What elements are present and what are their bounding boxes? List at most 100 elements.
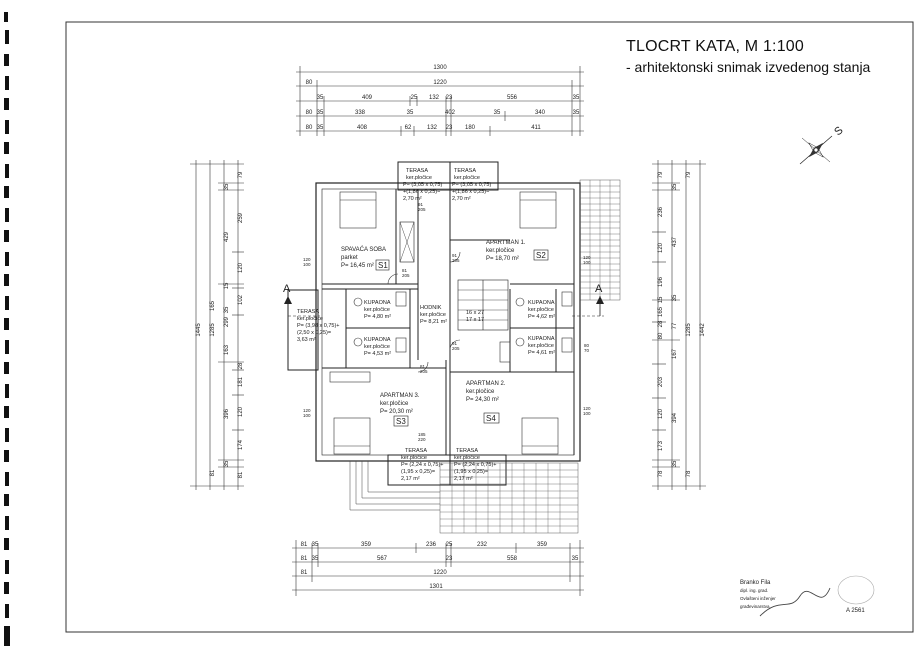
room-s2: APARTMAN 1. ker.pločice P= 18,70 m² S2 [486,240,549,262]
ts2-name: TERASA [456,448,478,454]
dim-top-u: 132 [427,125,438,131]
dim-bot-e: 25 [446,542,453,548]
ts1-formula-1: P= (2,24 x 0,75)+ [401,462,444,468]
opening-16: 100 [583,411,591,416]
dim-left-t: 35 [224,460,230,467]
ts2-material: ker.pločice [454,455,480,461]
dim-top-k: 338 [355,110,366,116]
stair-dim: 16 x 27 [466,310,484,316]
tn1-formula-1: P= (3,05 x 0,75) [403,182,442,188]
dim-top-p: 35 [573,110,580,116]
bathroom-4: KUPAONA ker.pločice P= 4,61 m² [528,336,555,356]
dim-top-i: 80 [306,110,313,116]
room-s2-material: ker.pločice [486,248,515,254]
opening-18: 100 [583,260,591,265]
north-label: S [832,124,845,138]
north-arrow: S [799,124,846,165]
room-s4: APARTMAN 2. ker.pločice P= 24,30 m² S4 [466,381,506,424]
bath1-material: ker.pločice [364,307,390,313]
opening-5: 91 [452,253,458,258]
dim-right-m: 80 [658,332,664,339]
stamp-title: dipl. ing. grad. [740,588,768,593]
dim-left-f: 15 [224,282,230,289]
dim-right-h: 35 [672,294,678,301]
dim-top-m: 402 [445,110,456,116]
room-hall-name: HODNIK [420,305,442,311]
right-dimension-values: 79 35 79 236 120 437 196 35 15 165 28 77… [658,171,706,477]
stamp-seal [837,575,875,605]
left-dimension-lines [190,160,244,490]
opening-17: 120 [583,255,591,260]
bath3-area: P= 4,62 m² [528,314,555,320]
bath3-material: ker.pločice [528,307,554,313]
bath1-area: P= 4,80 m² [364,314,391,320]
tn1-name: TERASA [406,168,428,174]
terrace-south-2: TERASA ker.pločice P= (2,24 x 0,75)+ (1,… [454,448,497,482]
dim-bot-n: 81 [301,570,308,576]
dim-right-w: 78 [686,470,692,477]
opening-19: 185 [418,432,426,437]
lower-steps [349,461,440,511]
bottom-dimension-lines [292,540,584,596]
tn1-area: 2,70 m² [403,196,422,202]
dim-right-e: 120 [658,242,664,253]
room-s2-area: P= 18,70 m² [486,256,519,262]
dim-top-n: 35 [494,110,501,116]
dim-right-s: 120 [658,408,664,419]
dim-top-q: 80 [306,125,313,131]
dim-right-o: 1442 [700,323,706,337]
dim-right-d: 236 [658,206,664,217]
tw-formula-2: (2,50 x 0,25)= [297,330,331,336]
dim-top-f: 23 [446,95,453,101]
stamp-line2: građevinarstva [740,604,770,609]
stamp-name: Branko Fila [740,580,771,586]
dim-left-b: 35 [224,183,230,190]
opening-10: 205 [420,369,428,374]
dim-bot-o: 1220 [433,570,447,576]
dim-bot-f: 232 [477,542,488,548]
room-s3-tag: S3 [396,417,406,426]
room-s3-area: P= 20,30 m² [380,409,413,415]
dim-right-k: 28 [658,320,664,327]
dim-left-c: 259 [238,212,244,223]
top-dimension-values: 1300 1220 80 35 409 25 132 23 556 35 80 … [306,65,580,131]
room-s1-tag: S1 [378,261,388,270]
top-dimension-lines [296,66,584,136]
right-dimension-lines [652,160,706,490]
bath2-material: ker.pločice [364,344,390,350]
opening-14: 100 [303,413,311,418]
dim-left-n: 28 [238,362,244,369]
dim-left-u: 81 [238,471,244,478]
section-label-left: A [283,283,291,295]
dim-left-r: 174 [238,439,244,450]
room-s2-tag: S2 [536,251,546,260]
dim-top-b: 35 [317,95,324,101]
ts1-formula-2: (1,95 x 0,25)= [401,469,435,475]
dim-left-d: 429 [224,231,230,242]
dim-top-r: 35 [317,125,324,131]
ts1-area: 2,17 m² [401,476,420,482]
opening-22: 205 [418,207,426,212]
dim-top-j: 35 [317,110,324,116]
engineer-stamp: Branko Fila dipl. ing. grad. Ovlašteni i… [740,575,875,617]
room-s3-name: APARTMAN 3. [380,393,420,399]
tn2-formula-1: P= (3,05 x 0,75) [452,182,491,188]
dim-left-s: 81 [210,469,216,476]
dim-right-i: 15 [658,296,664,303]
bathroom-2: KUPAONA ker.pločice P= 4,53 m² [364,337,391,357]
dim-right-l: 77 [672,322,678,329]
dim-right-n: 1285 [686,323,692,337]
tw-material: ker.pločice [297,316,323,322]
opening-annotations: 120 100 81 205 91 205 91 205 81 205 80 7… [303,202,591,442]
opening-11: 80 [584,343,590,348]
room-s3-tag-box [393,415,409,427]
room-hall-material: ker.pločice [420,312,446,318]
room-s1-name: SPAVAĆA SOBA [341,246,386,253]
opening-8: 205 [452,346,460,351]
dim-right-u: 78 [658,470,664,477]
dim-left-m: 163 [224,344,230,355]
dim-right-q: 203 [658,376,664,387]
dim-bot-l: 558 [507,556,518,562]
dim-left-a: 79 [238,171,244,178]
